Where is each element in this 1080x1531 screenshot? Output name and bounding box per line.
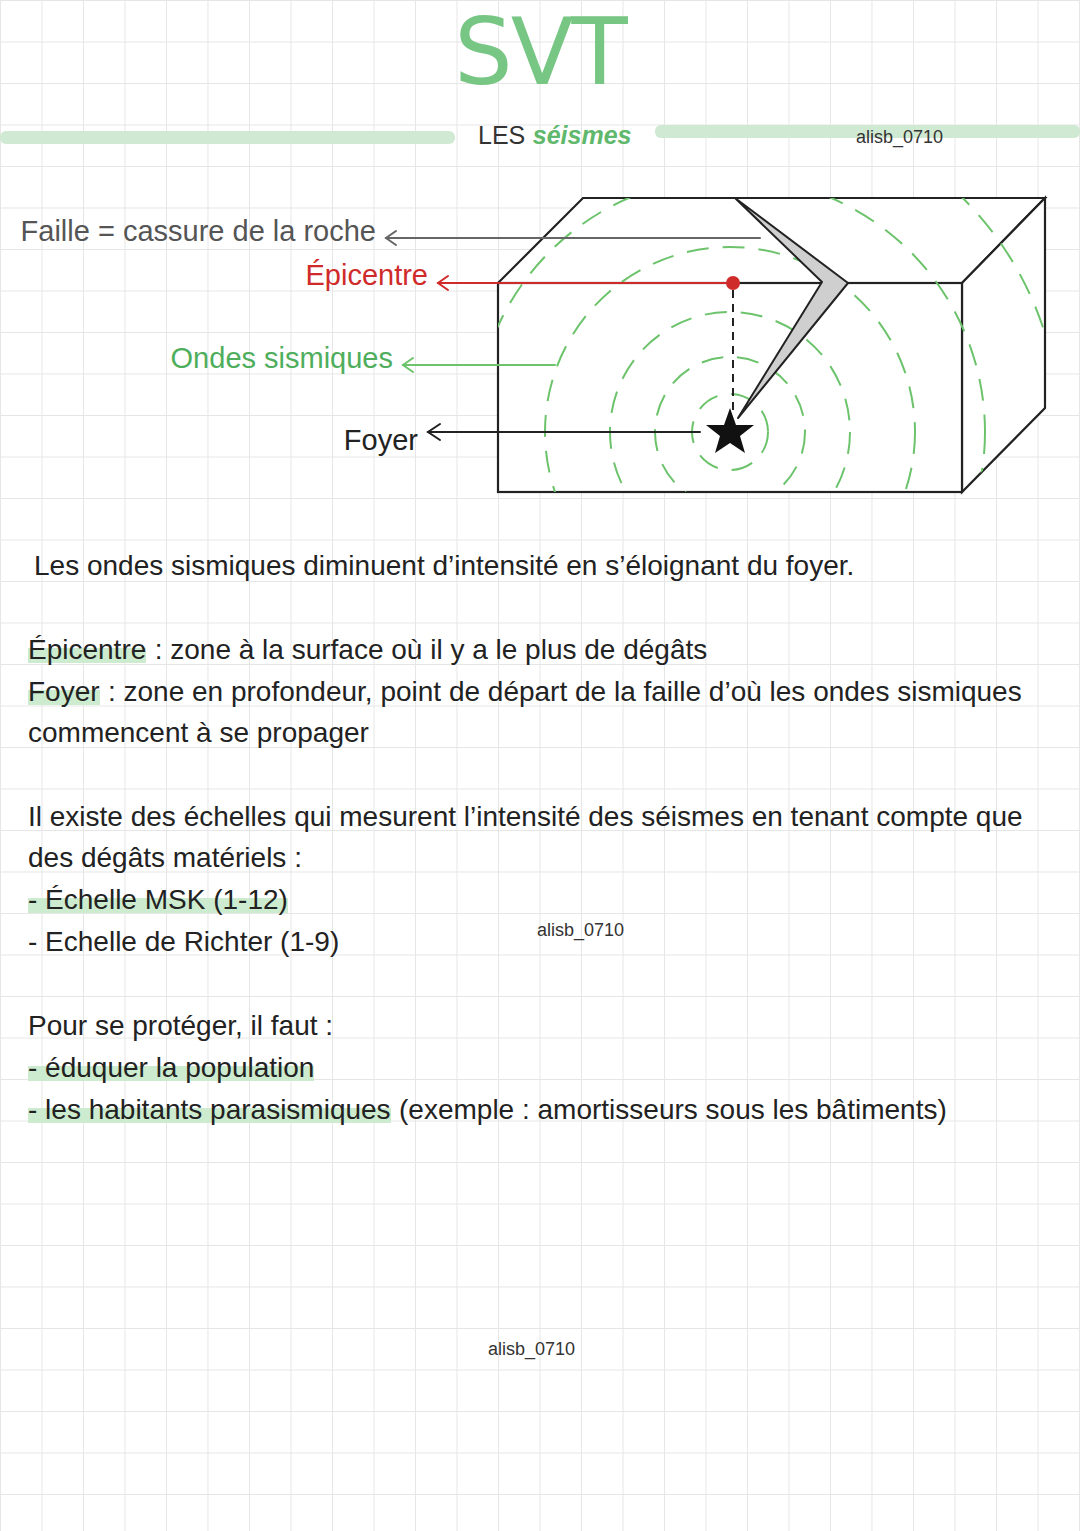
list-item: - Échelle MSK (1-12) [28, 884, 288, 915]
text-row: - Echelle de Richter (1-9) [28, 922, 339, 963]
list-item: - Echelle de Richter (1-9) [28, 926, 339, 957]
text-row: Les ondes sismiques diminuent d’intensit… [34, 546, 1054, 587]
watermark: alisb_0710 [537, 920, 624, 940]
subtitle: LES [478, 121, 525, 149]
note-text: Les ondes sismiques diminuent d’intensit… [34, 550, 854, 581]
block-side [962, 198, 1045, 492]
subtitle: séismes [533, 121, 632, 149]
arrow-head [403, 358, 413, 372]
text-row: Ondes sismiques [171, 337, 393, 379]
definition: : zone en profondeur, point de départ de… [28, 676, 1022, 748]
text-row: alisb_0710 [537, 917, 624, 943]
arrow-head [386, 231, 396, 245]
leader-line [428, 431, 700, 433]
leader-line [438, 282, 733, 284]
text-row: Foyer [344, 419, 418, 461]
header-bar [0, 131, 455, 144]
watermark: alisb_0710 [488, 1339, 575, 1359]
wave-ring [692, 394, 768, 470]
fault [735, 198, 848, 418]
text-row: Foyer: zone en profondeur, point de dépa… [28, 672, 1058, 753]
term: Foyer [28, 676, 100, 707]
leader-line [403, 364, 555, 366]
definition: : zone à la surface où il y a le plus de… [155, 634, 708, 665]
block-front [498, 283, 962, 492]
callout-label: Ondes sismiques [171, 342, 393, 374]
arrow-head [428, 424, 440, 440]
page-title: SVT [0, 2, 1080, 103]
watermark: alisb_0710 [856, 127, 943, 147]
text-row: - Échelle MSK (1-12) [28, 880, 288, 921]
callout-label: Foyer [344, 424, 418, 456]
callout-label: Faille = cassure de la roche [21, 215, 376, 247]
vertical-dash [732, 290, 734, 410]
note-text: Pour se protéger, il faut : [28, 1010, 333, 1041]
text-row: Épicentre : zone à la surface où il y a l… [28, 630, 1058, 671]
text-row: Épicentre [305, 254, 428, 296]
epicentre-dot [726, 276, 740, 290]
term: Épicentre [28, 634, 146, 665]
example-text: (exemple : amortisseurs sous les bâtimen… [399, 1094, 947, 1125]
callout-label: Épicentre [305, 259, 428, 291]
text-row: alisb_0710 [856, 124, 943, 150]
text-row: - éduquer la population [28, 1048, 314, 1089]
list-item: - éduquer la population [28, 1052, 314, 1083]
text-row: Faille = cassure de la roche [21, 210, 376, 252]
block-top [498, 198, 1045, 283]
leader-line [386, 237, 760, 239]
text-row: Il existe des échelles qui mesurent l’in… [28, 797, 1058, 878]
list-item: - les habitants parasismiques [28, 1094, 391, 1125]
text-row: Pour se protéger, il faut : [28, 1006, 333, 1047]
focus-star [706, 408, 754, 453]
note-text: Il existe des échelles qui mesurent l’in… [28, 801, 1023, 873]
arrow-head [438, 276, 448, 290]
text-row: alisb_0710 [488, 1336, 575, 1362]
text-row: - les habitants parasismiques (exemple : … [28, 1090, 1068, 1131]
text-row: LES séismes [478, 117, 631, 153]
